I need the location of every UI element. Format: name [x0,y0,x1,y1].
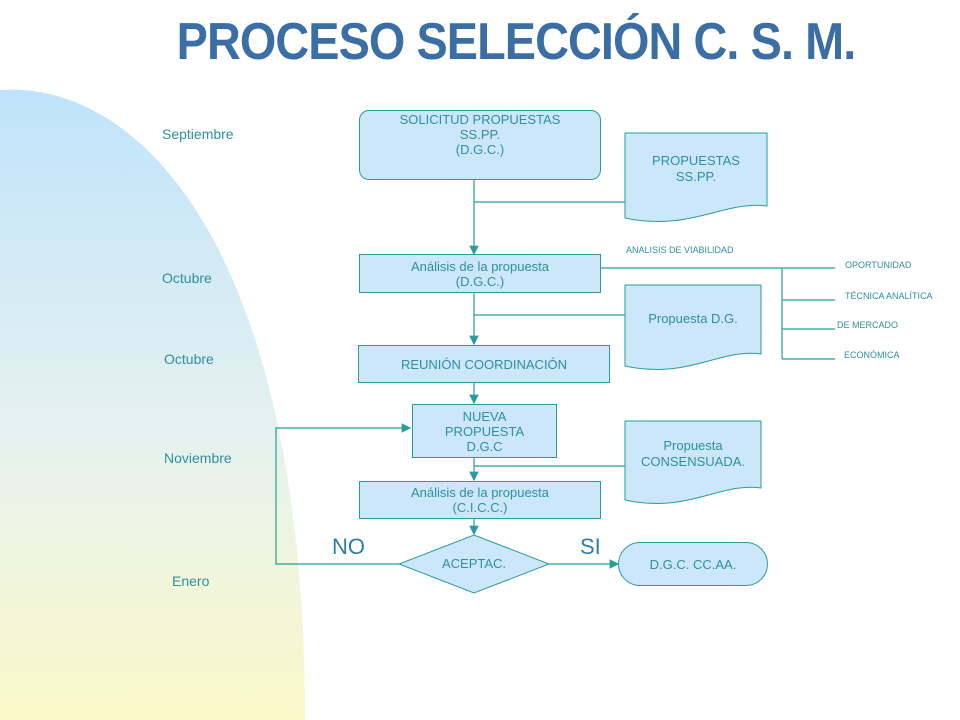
viabilidad-item: DE MERCADO [837,320,899,330]
loop-line [275,423,412,565]
page-title: PROCESO SELECCIÓN C. S. M. [176,13,857,71]
month-label: Noviembre [164,450,232,466]
document-shape [624,284,762,371]
aceptac-label: ACEPTAC. [441,556,507,571]
month-label: Octubre [162,270,212,286]
reunion-box: REUNIÓN COORDINACIÓN [358,345,610,383]
viabilidad-header: ANALISIS DE VIABILIDAD [626,245,734,255]
viabilidad-item: OPORTUNIDAD [845,260,912,270]
dgc-ccaa-box: D.G.C. CC.AA. [618,542,768,586]
analisis-cicc-box: Análisis de la propuesta (C.I.C.C.) [359,481,601,519]
solicitud-box: SOLICITUD PROPUESTAS SS.PP. (D.G.C.) [359,110,601,180]
document-shape [624,420,762,505]
month-label: Octubre [164,351,214,367]
document-shape [624,132,768,223]
nueva-propuesta-box: NUEVA PROPUESTA D.G.C [412,404,557,458]
month-label: Enero [172,573,210,589]
si-label: SI [580,534,601,559]
decision-diamond [397,534,551,594]
no-label: NO [332,534,365,559]
month-label: Septiembre [162,126,234,142]
viabilidad-item: ECONÓMICA [844,350,900,360]
propuestas-ss-pp-label: PROPUESTAS SS.PP. [652,153,740,184]
propuesta-consensuada-label: Propuesta CONSENSUADA. [640,438,746,469]
analisis-dgc-box: Análisis de la propuesta (D.G.C.) [359,254,601,293]
propuesta-dg-label: Propuesta D.G. [648,311,738,326]
viabilidad-item: TÉCNICA ANALÍTICA [845,291,933,301]
